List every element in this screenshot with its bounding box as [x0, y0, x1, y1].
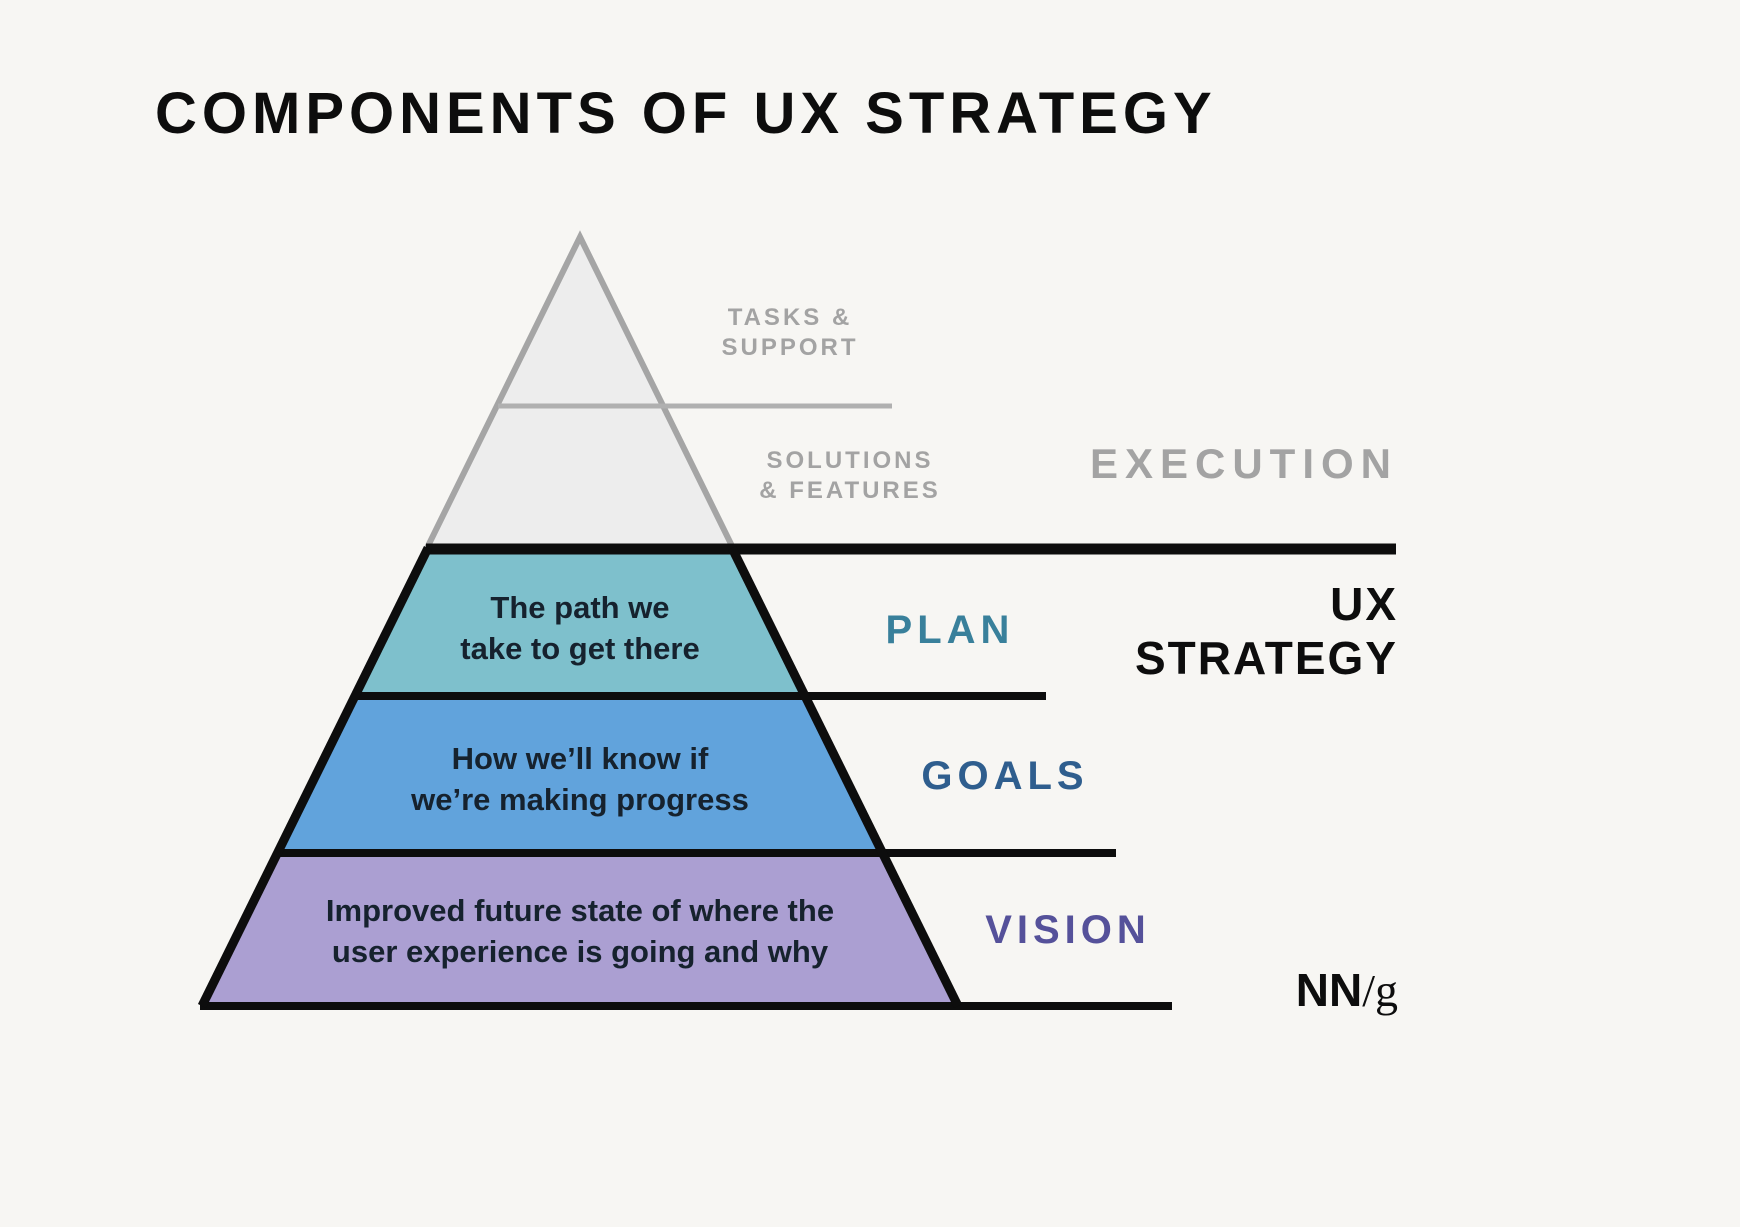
vision-band-text-line2: user experience is going and why: [332, 934, 829, 969]
vision-band-text-line1: Improved future state of where the: [326, 893, 834, 928]
vision-label: VISION: [985, 908, 1151, 952]
page-title: COMPONENTS OF UX STRATEGY: [155, 81, 1217, 146]
nng-logo-g: /g: [1362, 965, 1398, 1016]
nng-logo-nn: NN: [1296, 964, 1362, 1016]
goals-band-text-line1: How we’ll know if: [452, 741, 709, 776]
solutions-features-label-line2: & FEATURES: [759, 477, 941, 504]
pyramid-left-edge: [197, 546, 433, 1008]
ux-strategy-label-line1: UX: [1330, 578, 1398, 630]
pyramid-right-edge: [727, 546, 963, 1008]
goals-band-text-line2: we’re making progress: [410, 782, 749, 817]
tasks-support-label-line2: SUPPORT: [721, 334, 858, 361]
tasks-support-label-line1: TASKS &: [728, 304, 853, 331]
plan-label: PLAN: [886, 608, 1015, 652]
plan-band-text-line1: The path we: [490, 590, 669, 625]
plan-band-text-line2: take to get there: [460, 631, 699, 666]
plan-band: [355, 548, 805, 695]
solutions-features-label-line1: SOLUTIONS: [766, 447, 933, 474]
goals-band: [278, 695, 882, 852]
execution-side-label: EXECUTION: [1090, 440, 1398, 487]
vision-band: [202, 852, 958, 1005]
nng-logo: NN/g: [1296, 964, 1398, 1016]
goals-label: GOALS: [921, 754, 1088, 798]
ux-strategy-label-line2: STRATEGY: [1135, 632, 1398, 684]
